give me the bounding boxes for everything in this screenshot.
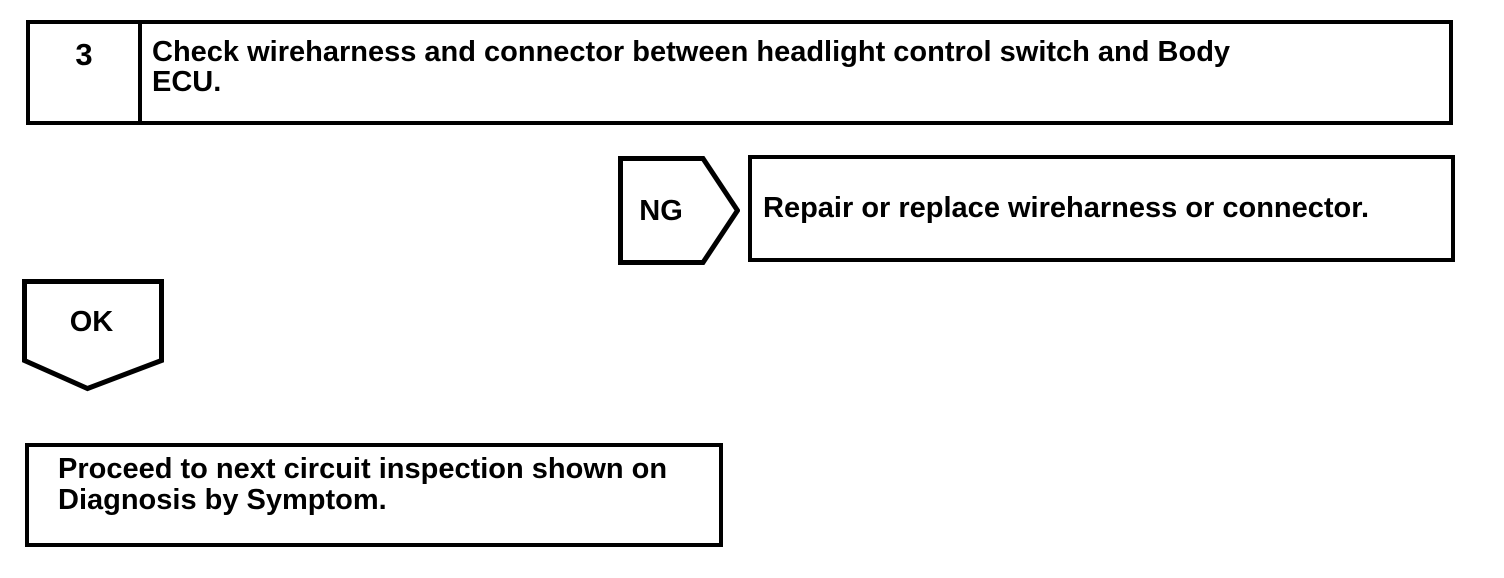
ok-pentagon-icon [22,279,164,392]
ok-label: OK [69,306,114,338]
step-box: 3 Check wireharness and connector betwee… [26,20,1453,125]
step-instruction-line-1: Check wireharness and connector between … [152,36,1231,68]
ng-pentagon-icon [618,156,740,265]
step-instruction: Check wireharness and connector between … [142,24,1449,121]
ng-action-text: Repair or replace wireharness or connect… [763,192,1370,224]
ng-label: NG [639,195,683,227]
ok-connector-shape: OK [22,279,165,392]
step-instruction-line-2: ECU. [152,66,222,98]
ok-action-box: Proceed to next circuit inspection shown… [25,443,723,547]
ok-action-line-2: Diagnosis by Symptom. [58,484,387,516]
ng-connector-shape: NG [618,156,740,265]
ok-action-line-1: Proceed to next circuit inspection shown… [58,453,668,485]
step-number: 3 [30,24,142,121]
ng-action-box: Repair or replace wireharness or connect… [748,155,1455,262]
